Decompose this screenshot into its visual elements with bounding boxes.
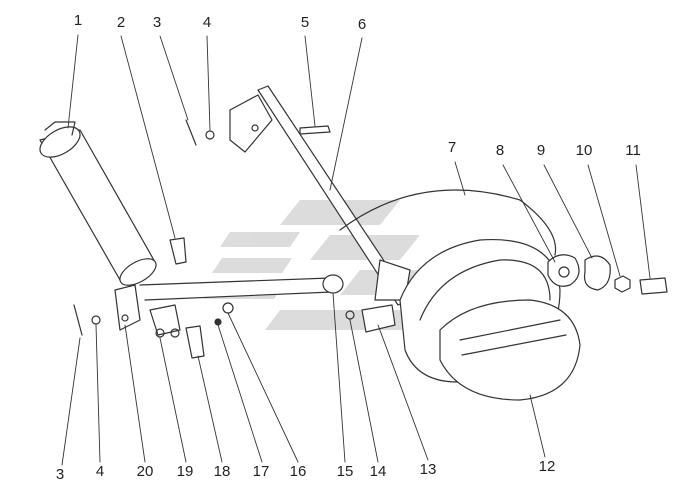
callout-4-bottom: 4	[95, 463, 105, 480]
housing	[339, 189, 557, 256]
callout-17: 17	[252, 463, 270, 480]
callout-9: 9	[536, 142, 546, 159]
callout-15: 15	[336, 463, 354, 480]
callout-6: 6	[357, 16, 367, 33]
rod	[139, 277, 333, 301]
callout-7: 7	[447, 139, 457, 156]
callout-5: 5	[300, 14, 310, 31]
hydraulic-cylinder	[39, 121, 157, 286]
leader-lines	[61, 34, 651, 466]
callout-13: 13	[419, 461, 437, 478]
callout-2: 2	[116, 14, 126, 31]
callout-3-bottom: 3	[55, 466, 65, 483]
callout-19: 19	[176, 463, 194, 480]
callout-18: 18	[213, 463, 231, 480]
callout-8: 8	[495, 142, 505, 159]
callout-11: 11	[625, 142, 641, 159]
callout-10: 10	[575, 142, 593, 159]
support-bar	[229, 85, 411, 306]
callout-12: 12	[538, 458, 556, 475]
callout-3-top: 3	[152, 14, 162, 31]
pedal	[439, 299, 581, 401]
callout-1: 1	[73, 12, 83, 29]
callout-16: 16	[289, 463, 307, 480]
callout-20: 20	[136, 463, 154, 480]
callout-14: 14	[369, 463, 387, 480]
callout-4-top: 4	[202, 14, 212, 31]
